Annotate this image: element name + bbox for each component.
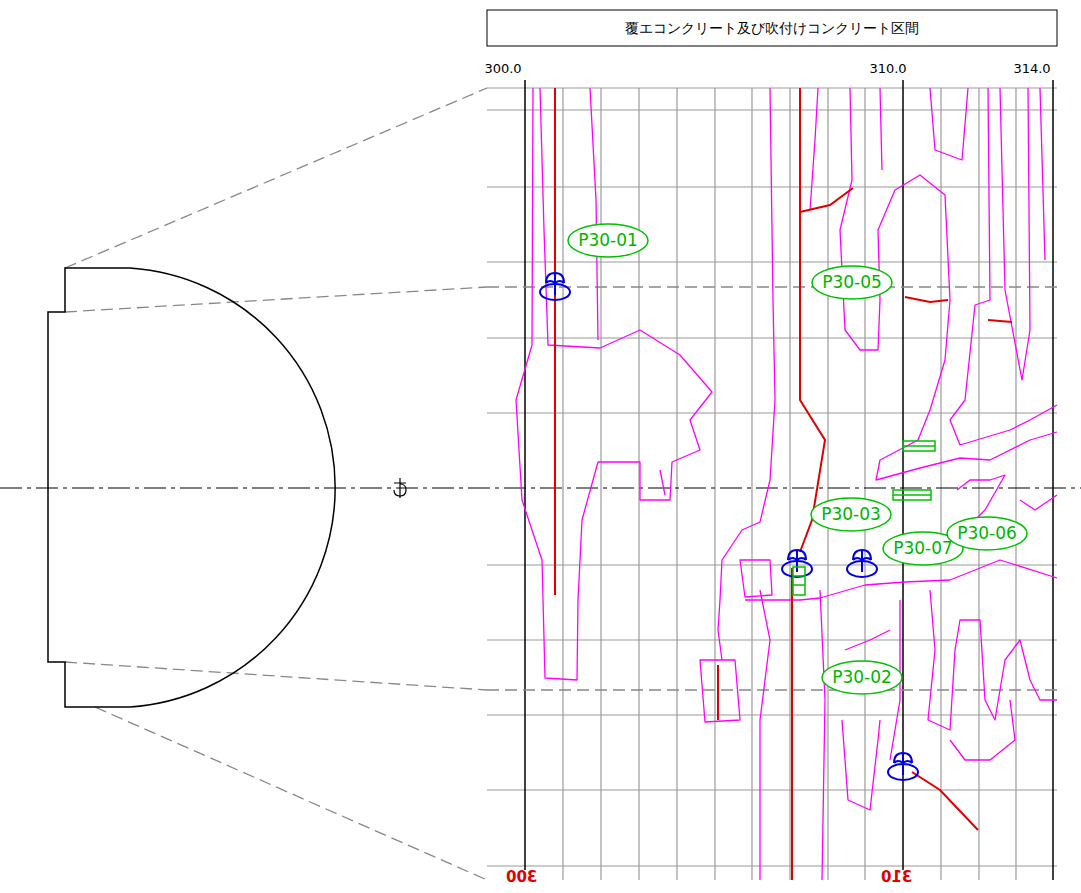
inspection-callout: P30-05 xyxy=(811,265,893,300)
callout-number: P30-05 xyxy=(811,265,893,291)
projection-lines xyxy=(65,88,1057,880)
inspection-callout: P30-06 xyxy=(946,516,1028,551)
grid xyxy=(487,88,1057,880)
chainage-label: 314.0 xyxy=(1013,62,1050,75)
station-number: 310 xyxy=(880,870,913,885)
title-box xyxy=(487,10,1057,46)
station-lines xyxy=(487,46,1053,880)
chainage-label: 310.0 xyxy=(869,62,906,75)
callout-number: P30-01 xyxy=(567,223,649,249)
callout-number: P30-03 xyxy=(810,497,892,523)
inspection-callout: P30-03 xyxy=(810,497,892,532)
chainage-label: 300.0 xyxy=(484,62,521,75)
crack-line xyxy=(555,88,1012,880)
tunnel-section xyxy=(48,268,335,707)
leak-symbol xyxy=(540,273,918,780)
inspection-callout: P30-01 xyxy=(567,223,649,258)
inspection-callout: P30-02 xyxy=(821,660,903,695)
repair-mark xyxy=(793,441,935,595)
callout-number: P30-06 xyxy=(946,516,1028,542)
callout-number: P30-02 xyxy=(821,660,903,686)
defect-boundary xyxy=(516,88,1057,880)
station-number: 300 xyxy=(505,870,538,885)
centre-line xyxy=(0,487,1081,488)
section-title: 覆エコンクリート及び吹付けコンクリート区間 xyxy=(625,21,919,35)
cl-symbol xyxy=(394,478,406,498)
